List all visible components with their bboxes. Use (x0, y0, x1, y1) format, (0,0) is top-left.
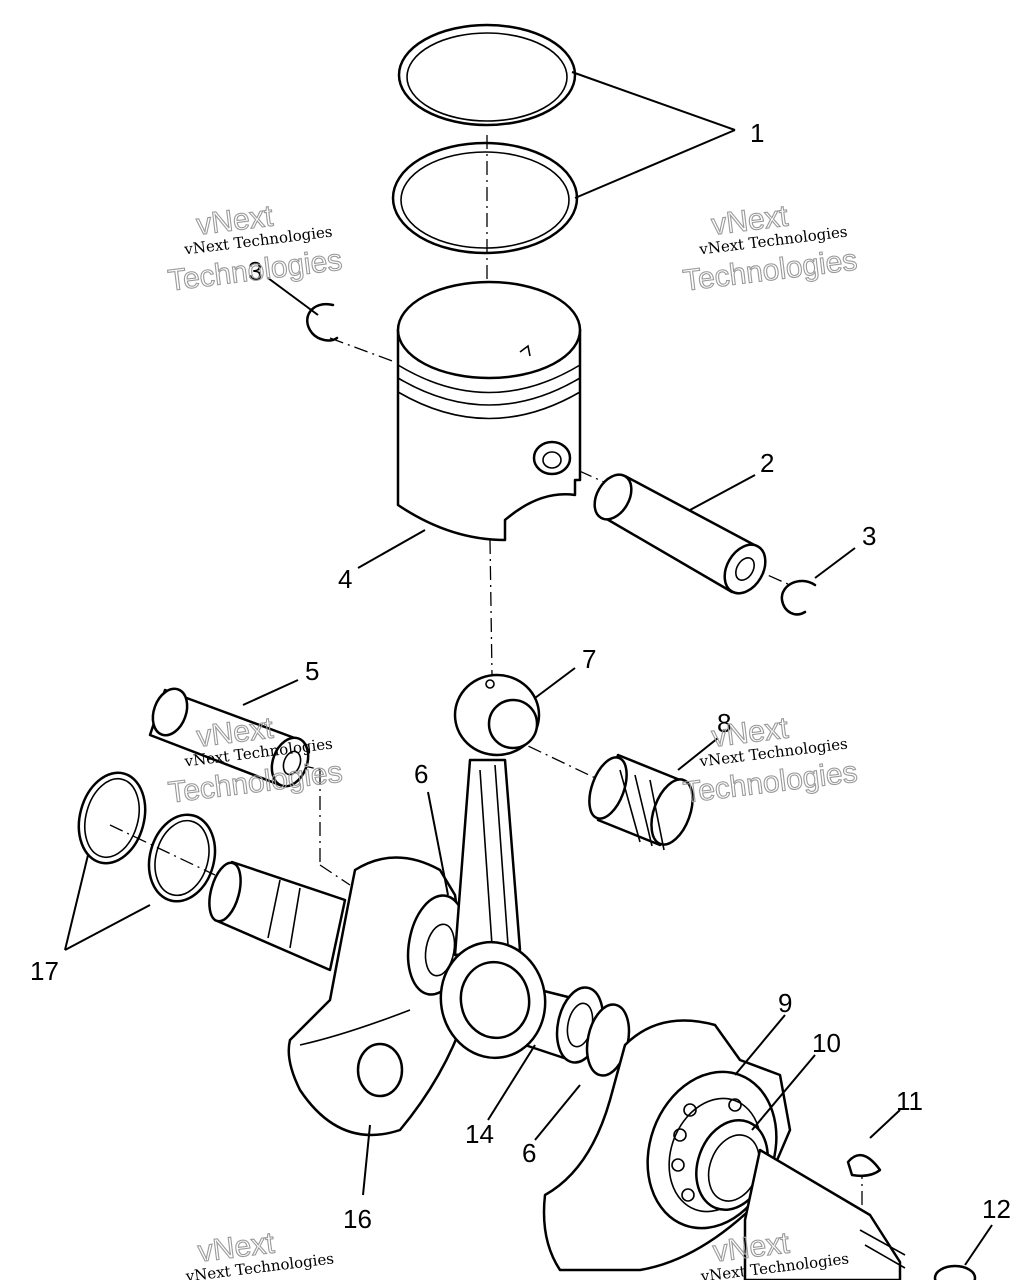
leader-lines (64, 71, 993, 1266)
connecting-rod (439, 673, 547, 1060)
callout-8: 8 (717, 708, 731, 738)
callout-3-right: 3 (862, 521, 876, 551)
circlip-left (306, 302, 339, 342)
shim-outer (77, 771, 147, 865)
shim-inner (147, 813, 217, 903)
callout-7: 7 (582, 644, 596, 674)
callout-labels: 1 2 3 3 4 5 6 6 7 8 9 10 11 12 14 16 17 (30, 118, 1011, 1234)
circlip-right (780, 579, 817, 616)
callout-3-left: 3 (248, 256, 262, 286)
needle-bearing (588, 753, 694, 851)
piston-ring-second (391, 141, 579, 255)
callout-10: 10 (812, 1028, 841, 1058)
piston-pin (593, 473, 767, 595)
callout-1: 1 (750, 118, 764, 148)
watermark-upper-right: vNext vNext Technologies Technologies (681, 199, 860, 298)
callout-6-upper: 6 (414, 759, 428, 789)
callout-12: 12 (982, 1194, 1011, 1224)
crank-pin (148, 687, 310, 788)
watermark-middle-right: vNext vNext Technologies Technologies (681, 711, 860, 810)
callout-14: 14 (465, 1119, 494, 1149)
piston (396, 280, 582, 542)
callout-16: 16 (343, 1204, 372, 1234)
piston-ring-top (397, 23, 577, 127)
crankshaft (208, 856, 977, 1280)
woodruff-key (846, 1153, 882, 1178)
callout-11: 11 (896, 1086, 923, 1116)
callout-6-lower: 6 (522, 1138, 536, 1168)
watermark-upper-left: vNext vNext Technologies Technologies (166, 199, 345, 298)
callout-9: 9 (778, 988, 792, 1018)
watermark-bottom-left: vNext vNext Technologies (184, 1226, 335, 1280)
callout-17: 17 (30, 956, 59, 986)
callout-5: 5 (305, 656, 319, 686)
callout-4: 4 (338, 564, 352, 594)
callout-2: 2 (760, 448, 774, 478)
